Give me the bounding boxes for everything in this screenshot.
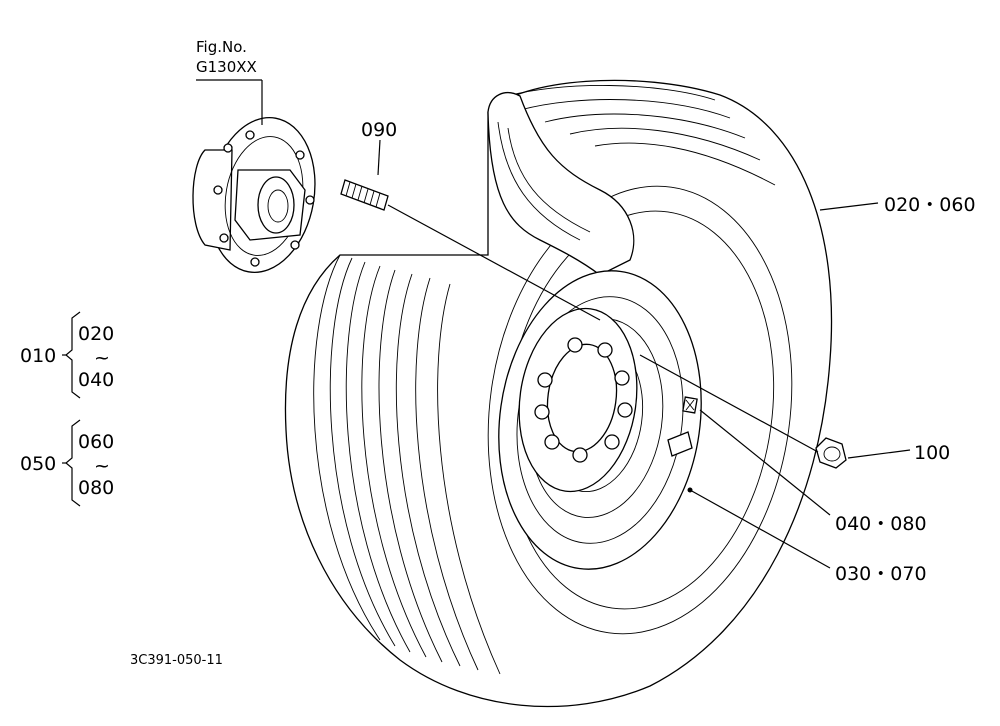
valve-stem (667, 396, 698, 457)
callout-100: 100 (914, 442, 950, 464)
wheel-hub (192, 117, 316, 273)
group-parent: 050 (20, 453, 56, 475)
callout-030-070: 030・070 (835, 563, 927, 585)
group-tilde: ~ (94, 347, 110, 369)
tire-wheel-assembly (284, 79, 833, 708)
group-tilde: ~ (94, 455, 110, 477)
callout-020-060: 020・060 (884, 194, 976, 216)
stud-bolt (340, 179, 389, 211)
group-050: 050 060 ~ 080 (20, 419, 114, 507)
drawing-code: 3C391-050-11 (130, 653, 223, 668)
group-parent: 010 (20, 345, 56, 367)
wheel-nut (815, 437, 847, 469)
group-top: 060 (78, 431, 114, 453)
group-010: 010 020 ~ 040 (20, 311, 114, 399)
group-bottom: 080 (78, 477, 114, 499)
group-bottom: 040 (78, 369, 114, 391)
callout-040-080: 040・080 (835, 513, 927, 535)
callout-090: 090 (361, 119, 397, 141)
leader-lines (196, 79, 911, 569)
fig-no-value: G130XX (196, 58, 257, 76)
fig-no-label: Fig.No. (196, 38, 247, 56)
group-top: 020 (78, 323, 114, 345)
rim-bolt-holes (534, 337, 633, 463)
